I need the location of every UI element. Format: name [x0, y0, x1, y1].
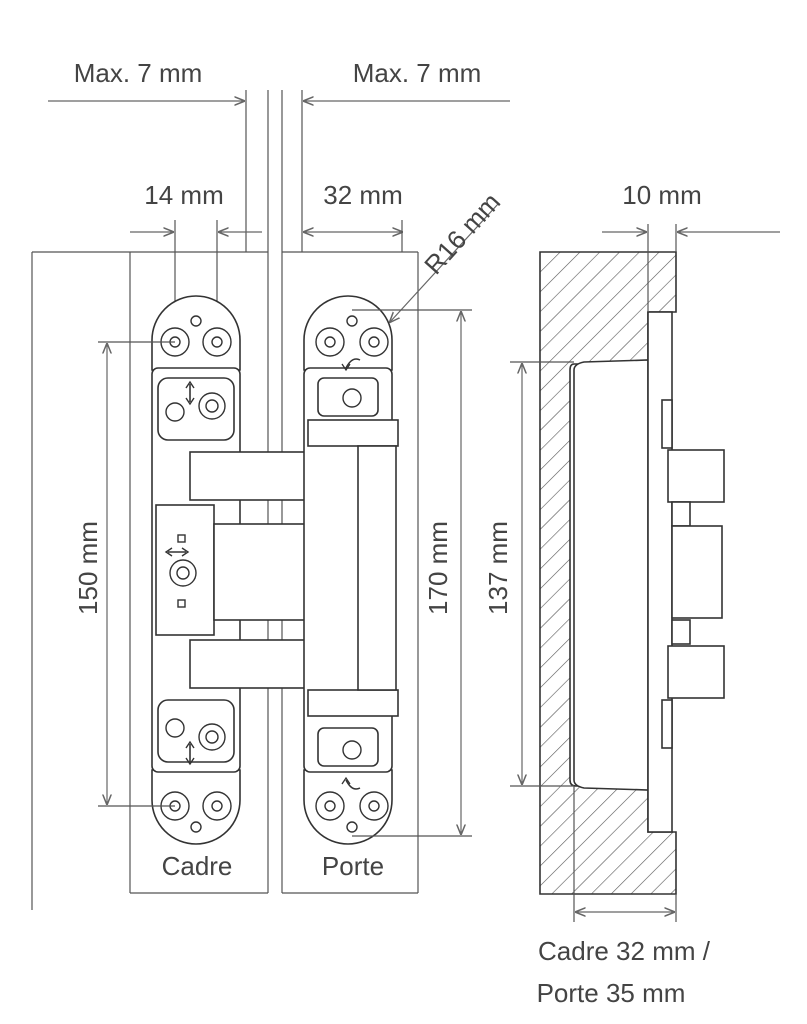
radius-label: R16 mm — [418, 187, 506, 280]
door-width-label: 32 mm — [323, 180, 402, 210]
recess-depth-label: 10 mm — [622, 180, 701, 210]
frame-label: Cadre — [162, 851, 233, 881]
double-arrow-horizontal-icon — [164, 534, 190, 608]
max-gap-left-label: Max. 7 mm — [74, 58, 203, 88]
door-width-dimension — [304, 220, 402, 252]
door-label: Porte — [322, 851, 384, 881]
thickness-label-line2: Porte 35 mm — [537, 978, 686, 1008]
door-mount-holes — [315, 315, 389, 833]
height-170-label: 170 mm — [423, 521, 453, 615]
recess-depth-dimension — [602, 224, 780, 312]
thickness-label-line1: Cadre 32 mm / — [538, 936, 711, 966]
door-hinge-body — [303, 295, 399, 845]
curved-arrow-icon — [341, 358, 361, 790]
frame-mount-holes — [160, 315, 232, 833]
max-gap-right-label: Max. 7 mm — [353, 58, 482, 88]
height-150-label: 150 mm — [73, 521, 103, 615]
height-170-dimension — [352, 309, 472, 837]
frame-width-label: 14 mm — [144, 180, 223, 210]
radius-dimension — [390, 203, 499, 322]
height-150-dimension — [98, 341, 175, 807]
gap-extension-lines — [245, 90, 303, 252]
height-137-dimension — [510, 361, 574, 787]
double-arrow-vertical-icon — [185, 380, 195, 766]
section-view — [539, 251, 725, 895]
height-137-label: 137 mm — [483, 521, 513, 615]
thickness-dimension — [573, 786, 677, 922]
